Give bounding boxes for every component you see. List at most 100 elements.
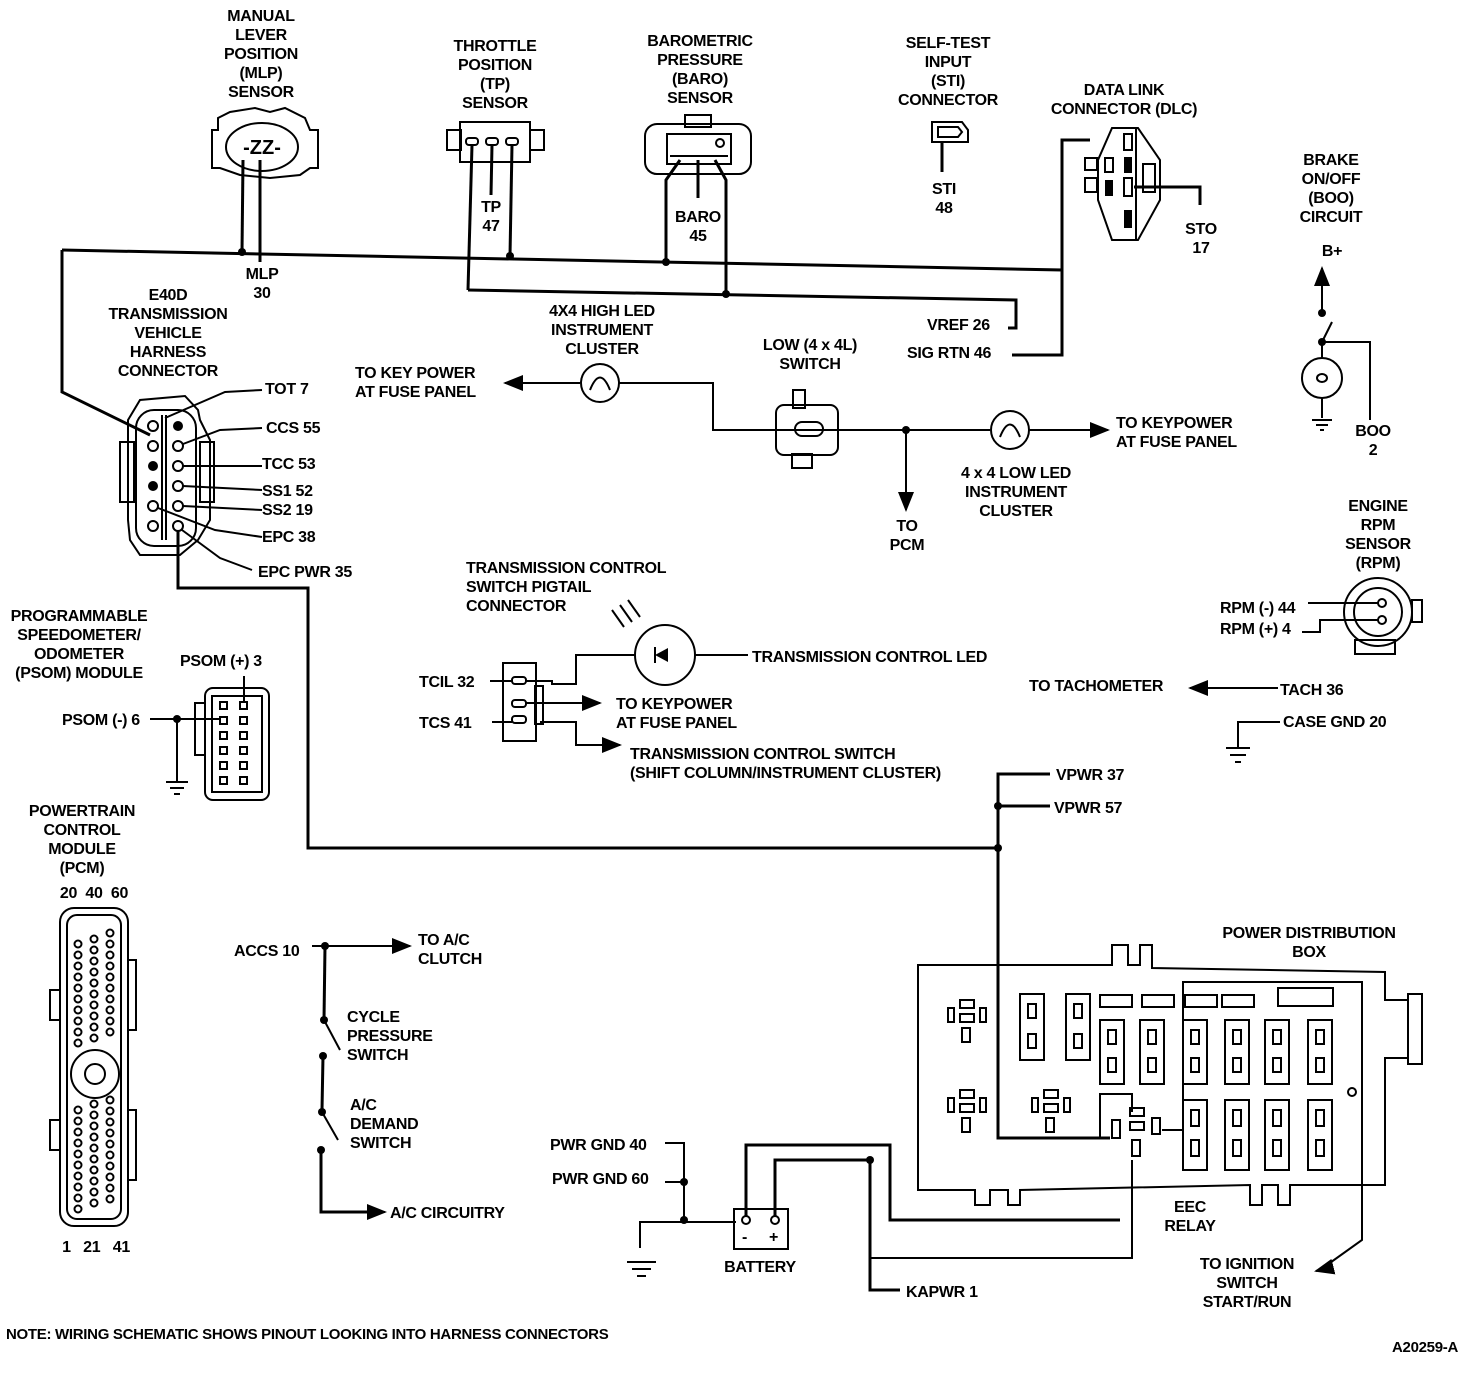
svg-text:-ZZ-: -ZZ- <box>243 137 281 159</box>
fuse-slot <box>1190 1139 1200 1157</box>
ignition-switch-label: TO IGNITION SWITCH START/RUN <box>1199 1256 1295 1311</box>
vpwr-circuit <box>994 772 1110 1140</box>
fuse-slot <box>1073 1033 1083 1049</box>
fuse-slot <box>1307 1099 1333 1171</box>
pcm-pin <box>89 1099 99 1109</box>
vpwr-57-pin: VPWR 57 <box>1054 800 1123 817</box>
pcm-pin <box>89 1000 99 1010</box>
psom-neg-pin: PSOM (-) 6 <box>62 712 140 729</box>
pcm-top-pins: 20 40 60 <box>59 885 129 902</box>
fuse-slot <box>1129 1107 1145 1117</box>
pcm-pin <box>105 1161 115 1171</box>
dlc-connector <box>1084 127 1202 241</box>
pcm-pin <box>73 939 83 949</box>
power-distribution-box <box>917 944 1423 1275</box>
pcm-pin <box>73 961 83 971</box>
sti-pin-label: STI 48 <box>932 181 956 217</box>
pcm-pin <box>105 1095 115 1105</box>
fuse-slot <box>1147 1029 1157 1045</box>
fuse-slot <box>1043 1089 1059 1099</box>
pdb-title: POWER DISTRIBUTION BOX <box>1222 925 1396 961</box>
fuse-slot <box>1063 1097 1071 1113</box>
tcs-pin: TCS 41 <box>419 715 472 732</box>
pcm-pin <box>89 945 99 955</box>
pcm-pin <box>73 1204 83 1214</box>
fuse-slot <box>1065 993 1091 1061</box>
fuse-slot <box>1107 1057 1117 1073</box>
baro-sensor <box>644 114 752 298</box>
pcm-pin <box>105 994 115 1004</box>
pcm-pin <box>73 1160 83 1170</box>
pcm-bottom-pins: 1 21 41 <box>62 1239 130 1256</box>
fuse-slot <box>1099 994 1133 1008</box>
ac-demand-switch-label: A/C DEMAND SWITCH <box>350 1097 419 1152</box>
sig-rtn-bus <box>60 138 1090 437</box>
baro-sensor-title: BAROMETRIC PRESSURE (BARO) SENSOR <box>647 33 753 107</box>
rpm-sensor-title: ENGINE RPM SENSOR (RPM) <box>1345 498 1411 572</box>
fuse-slot <box>1232 1139 1242 1157</box>
tcs-keypower-label: TO KEYPOWER AT FUSE PANEL <box>616 696 737 732</box>
tcil-pin: TCIL 32 <box>419 674 475 691</box>
tcs-switch-label: TRANSMISSION CONTROL SWITCH (SHIFT COLUM… <box>630 746 941 782</box>
tach-ground <box>1188 680 1280 763</box>
pcm-pin <box>105 928 115 938</box>
boo-supply-label: B+ <box>1321 243 1343 260</box>
tach-pin: TACH 36 <box>1280 682 1344 699</box>
pcm-pin <box>73 1182 83 1192</box>
pcm-pin <box>73 972 83 982</box>
pcm-pin <box>73 983 83 993</box>
pcm-pin <box>89 1176 99 1186</box>
mlp-sensor-title: MANUAL LEVER POSITION (MLP) SENSOR <box>223 8 299 101</box>
cycle-pressure-switch-label: CYCLE PRESSURE SWITCH <box>347 1009 433 1064</box>
pwr-gnd-40-pin: PWR GND 40 <box>550 1137 647 1154</box>
pcm-pin <box>73 994 83 1004</box>
pcm-pin <box>105 1005 115 1015</box>
figure-id: A20259-A <box>1392 1339 1458 1356</box>
fuse-slot <box>1315 1109 1325 1127</box>
pcm-pin <box>105 983 115 993</box>
pcm-pin <box>73 1138 83 1148</box>
fuse-slot <box>1184 994 1218 1008</box>
fuse-slot <box>1190 1109 1200 1127</box>
tcs-pigtail <box>490 599 748 753</box>
pcm-pin <box>73 1105 83 1115</box>
rpm-pos-pin: RPM (+) 4 <box>1220 621 1291 638</box>
pcm-pin <box>105 1150 115 1160</box>
fuse-slot <box>1307 1019 1333 1085</box>
fuse-slot <box>1099 1019 1125 1085</box>
fuse-slot <box>1232 1057 1242 1073</box>
tp-sensor-title: THROTTLE POSITION (TP) SENSOR <box>453 38 537 112</box>
boo-circuit <box>1301 266 1371 431</box>
e40d-pin-epc-pwr: EPC PWR 35 <box>258 564 352 581</box>
e40d-pin-tcc: TCC 53 <box>262 456 316 473</box>
case-gnd-pin: CASE GND 20 <box>1283 714 1387 731</box>
tach-dest: TO TACHOMETER <box>1029 678 1164 695</box>
battery-neg-terminal: - <box>742 1229 748 1246</box>
4x4-high-led-title: 4X4 HIGH LED INSTRUMENT CLUSTER <box>549 303 655 358</box>
boo-pin-label: BOO 2 <box>1355 423 1391 459</box>
fuse-slot <box>979 1097 987 1113</box>
psom-pos-pin: PSOM (+) 3 <box>180 653 262 670</box>
tp-sensor <box>446 121 545 291</box>
pcm-pin <box>89 967 99 977</box>
fuse-slot <box>1182 1099 1208 1171</box>
fuse-slot <box>1147 1057 1157 1073</box>
pcm-pin <box>89 1143 99 1153</box>
pcm-pin <box>73 1171 83 1181</box>
pcm-pin <box>89 1022 99 1032</box>
fuse-slot <box>1190 1029 1200 1045</box>
fuse-slot <box>1043 1103 1059 1113</box>
fuse-slot <box>1141 994 1175 1008</box>
fuse-slot <box>1277 987 1334 1007</box>
pcm-pin <box>73 1193 83 1203</box>
pcm-pin <box>89 1132 99 1142</box>
sto-pin-label: STO 17 <box>1185 221 1217 257</box>
pcm-pin <box>89 1011 99 1021</box>
fuse-slot <box>1272 1109 1282 1127</box>
ac-circuit <box>312 938 412 1220</box>
pcm-pin <box>105 961 115 971</box>
fuse-slot <box>1045 1117 1055 1133</box>
fuse-slot <box>1232 1029 1242 1045</box>
fuse-slot <box>1272 1057 1282 1073</box>
kapwr-pin: KAPWR 1 <box>906 1284 978 1301</box>
